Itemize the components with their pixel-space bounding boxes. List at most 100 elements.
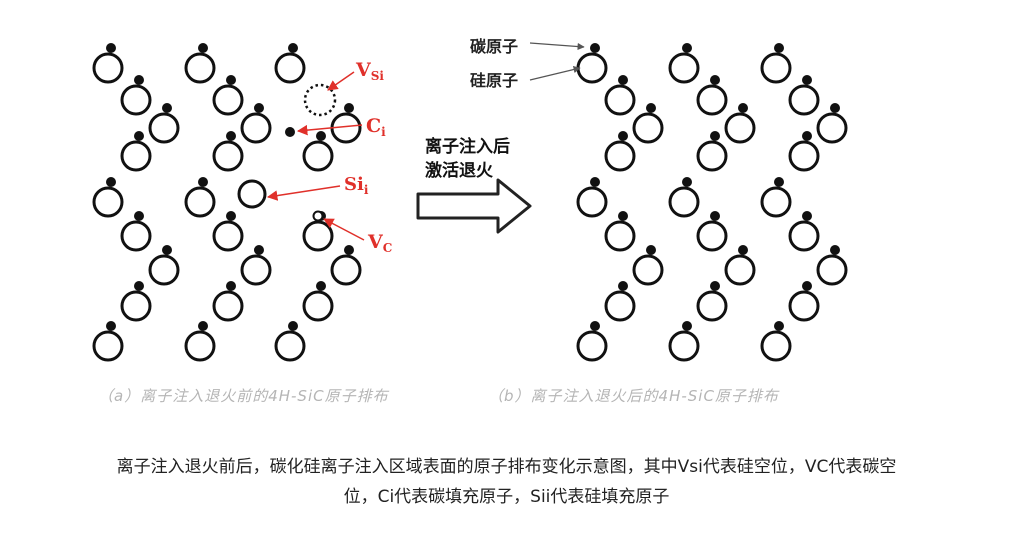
carbon-atom bbox=[710, 211, 720, 221]
carbon-atom bbox=[226, 75, 236, 85]
v-si-label: VSi bbox=[355, 59, 384, 83]
silicon-atom bbox=[668, 52, 700, 84]
carbon-atom bbox=[682, 321, 692, 331]
silicon-atom bbox=[274, 52, 306, 84]
silicon-atom bbox=[302, 220, 334, 252]
carbon-atom bbox=[646, 103, 656, 113]
carbon-atom bbox=[802, 281, 812, 291]
atom-arrangement-diagram: VSi Ci Sii VC 离子注入后 激活退火 碳原子 硅原子 （a）离子注入… bbox=[92, 37, 848, 405]
silicon-atom bbox=[632, 254, 664, 286]
carbon-atom bbox=[226, 211, 236, 221]
arrow-text-line2: 激活退火 bbox=[425, 160, 494, 181]
carbon-atom bbox=[198, 321, 208, 331]
carbon-atom bbox=[682, 177, 692, 187]
c-i-pointer bbox=[296, 124, 363, 136]
silicon-atom bbox=[212, 220, 244, 252]
silicon-interstitial-atom bbox=[237, 179, 267, 209]
figure-caption: 离子注入退火前后，碳化硅离子注入区域表面的原子排布变化示意图，其中Vsi代表硅空… bbox=[0, 452, 1013, 512]
carbon-atom bbox=[162, 245, 172, 255]
silicon-atom bbox=[760, 330, 792, 362]
carbon-atom bbox=[288, 321, 298, 331]
carbon-atom bbox=[618, 75, 628, 85]
v-c-label: VC bbox=[367, 231, 392, 255]
caption-line-2: 位，Ci代表碳填充原子，Sii代表硅填充原子 bbox=[343, 487, 670, 507]
silicon-atom bbox=[724, 254, 756, 286]
silicon-atom bbox=[120, 220, 152, 252]
silicon-atom bbox=[148, 254, 180, 286]
silicon-atom bbox=[760, 52, 792, 84]
carbon-interstitial-atom bbox=[285, 127, 295, 137]
silicon-atom bbox=[788, 290, 820, 322]
carbon-atom bbox=[198, 177, 208, 187]
carbon-atom bbox=[646, 245, 656, 255]
panel-a-caption: （a）离子注入退火前的4H-SiC原子排布 bbox=[98, 387, 390, 405]
silicon-atom bbox=[668, 330, 700, 362]
silicon-atom bbox=[212, 290, 244, 322]
silicon-atom bbox=[696, 140, 728, 172]
carbon-atom bbox=[106, 177, 116, 187]
silicon-atom bbox=[816, 112, 848, 144]
carbon-atom bbox=[710, 131, 720, 141]
silicon-atom bbox=[148, 112, 180, 144]
silicon-atom bbox=[760, 186, 792, 218]
carbon-atom bbox=[618, 211, 628, 221]
silicon-atom bbox=[302, 290, 334, 322]
silicon-atom bbox=[668, 186, 700, 218]
silicon-atom bbox=[184, 52, 216, 84]
carbon-atom bbox=[198, 43, 208, 53]
silicon-atom bbox=[788, 140, 820, 172]
silicon-atom bbox=[604, 140, 636, 172]
silicon-atom bbox=[576, 52, 608, 84]
silicon-atom bbox=[788, 84, 820, 116]
silicon-atom bbox=[184, 186, 216, 218]
carbon-atom-legend: 碳原子 bbox=[470, 37, 518, 56]
silicon-atom bbox=[92, 186, 124, 218]
carbon-atom bbox=[316, 281, 326, 291]
caption-line-1: 离子注入退火前后，碳化硅离子注入区域表面的原子排布变化示意图，其中Vsi代表硅空… bbox=[116, 457, 897, 477]
carbon-atom bbox=[590, 177, 600, 187]
silicon-atom bbox=[120, 290, 152, 322]
carbon-atom bbox=[316, 131, 326, 141]
silicon-legend-pointer bbox=[529, 66, 581, 81]
carbon-atom bbox=[618, 131, 628, 141]
silicon-atom bbox=[576, 330, 608, 362]
silicon-atom-legend: 硅原子 bbox=[470, 71, 518, 90]
silicon-atom bbox=[604, 290, 636, 322]
carbon-atom bbox=[134, 281, 144, 291]
silicon-atom bbox=[212, 140, 244, 172]
carbon-atom bbox=[226, 131, 236, 141]
si-i-label: Sii bbox=[344, 174, 369, 197]
carbon-vacancy-circle bbox=[312, 210, 324, 222]
lattice-before-annealing bbox=[92, 43, 362, 362]
carbon-atom bbox=[590, 321, 600, 331]
process-arrow bbox=[416, 178, 532, 234]
silicon-atom bbox=[576, 186, 608, 218]
v-c-pointer bbox=[323, 218, 365, 241]
silicon-atom bbox=[274, 330, 306, 362]
carbon-atom bbox=[774, 177, 784, 187]
carbon-atom bbox=[344, 103, 354, 113]
carbon-atom bbox=[226, 281, 236, 291]
silicon-atom bbox=[816, 254, 848, 286]
silicon-atom bbox=[240, 254, 272, 286]
carbon-atom bbox=[254, 245, 264, 255]
carbon-atom bbox=[802, 211, 812, 221]
carbon-atom bbox=[774, 321, 784, 331]
silicon-atom bbox=[92, 52, 124, 84]
silicon-atom bbox=[696, 220, 728, 252]
silicon-atom bbox=[92, 330, 124, 362]
arrow-text-line1: 离子注入后 bbox=[425, 136, 510, 157]
carbon-legend-pointer bbox=[529, 42, 585, 51]
silicon-atom bbox=[696, 84, 728, 116]
carbon-atom bbox=[344, 245, 354, 255]
silicon-atom bbox=[302, 140, 334, 172]
carbon-atom bbox=[774, 43, 784, 53]
carbon-atom bbox=[710, 75, 720, 85]
carbon-atom bbox=[618, 281, 628, 291]
c-i-label: Ci bbox=[366, 115, 386, 139]
carbon-atom bbox=[802, 131, 812, 141]
silicon-atom bbox=[604, 220, 636, 252]
carbon-atom bbox=[162, 103, 172, 113]
carbon-atom bbox=[710, 281, 720, 291]
silicon-atom bbox=[240, 112, 272, 144]
